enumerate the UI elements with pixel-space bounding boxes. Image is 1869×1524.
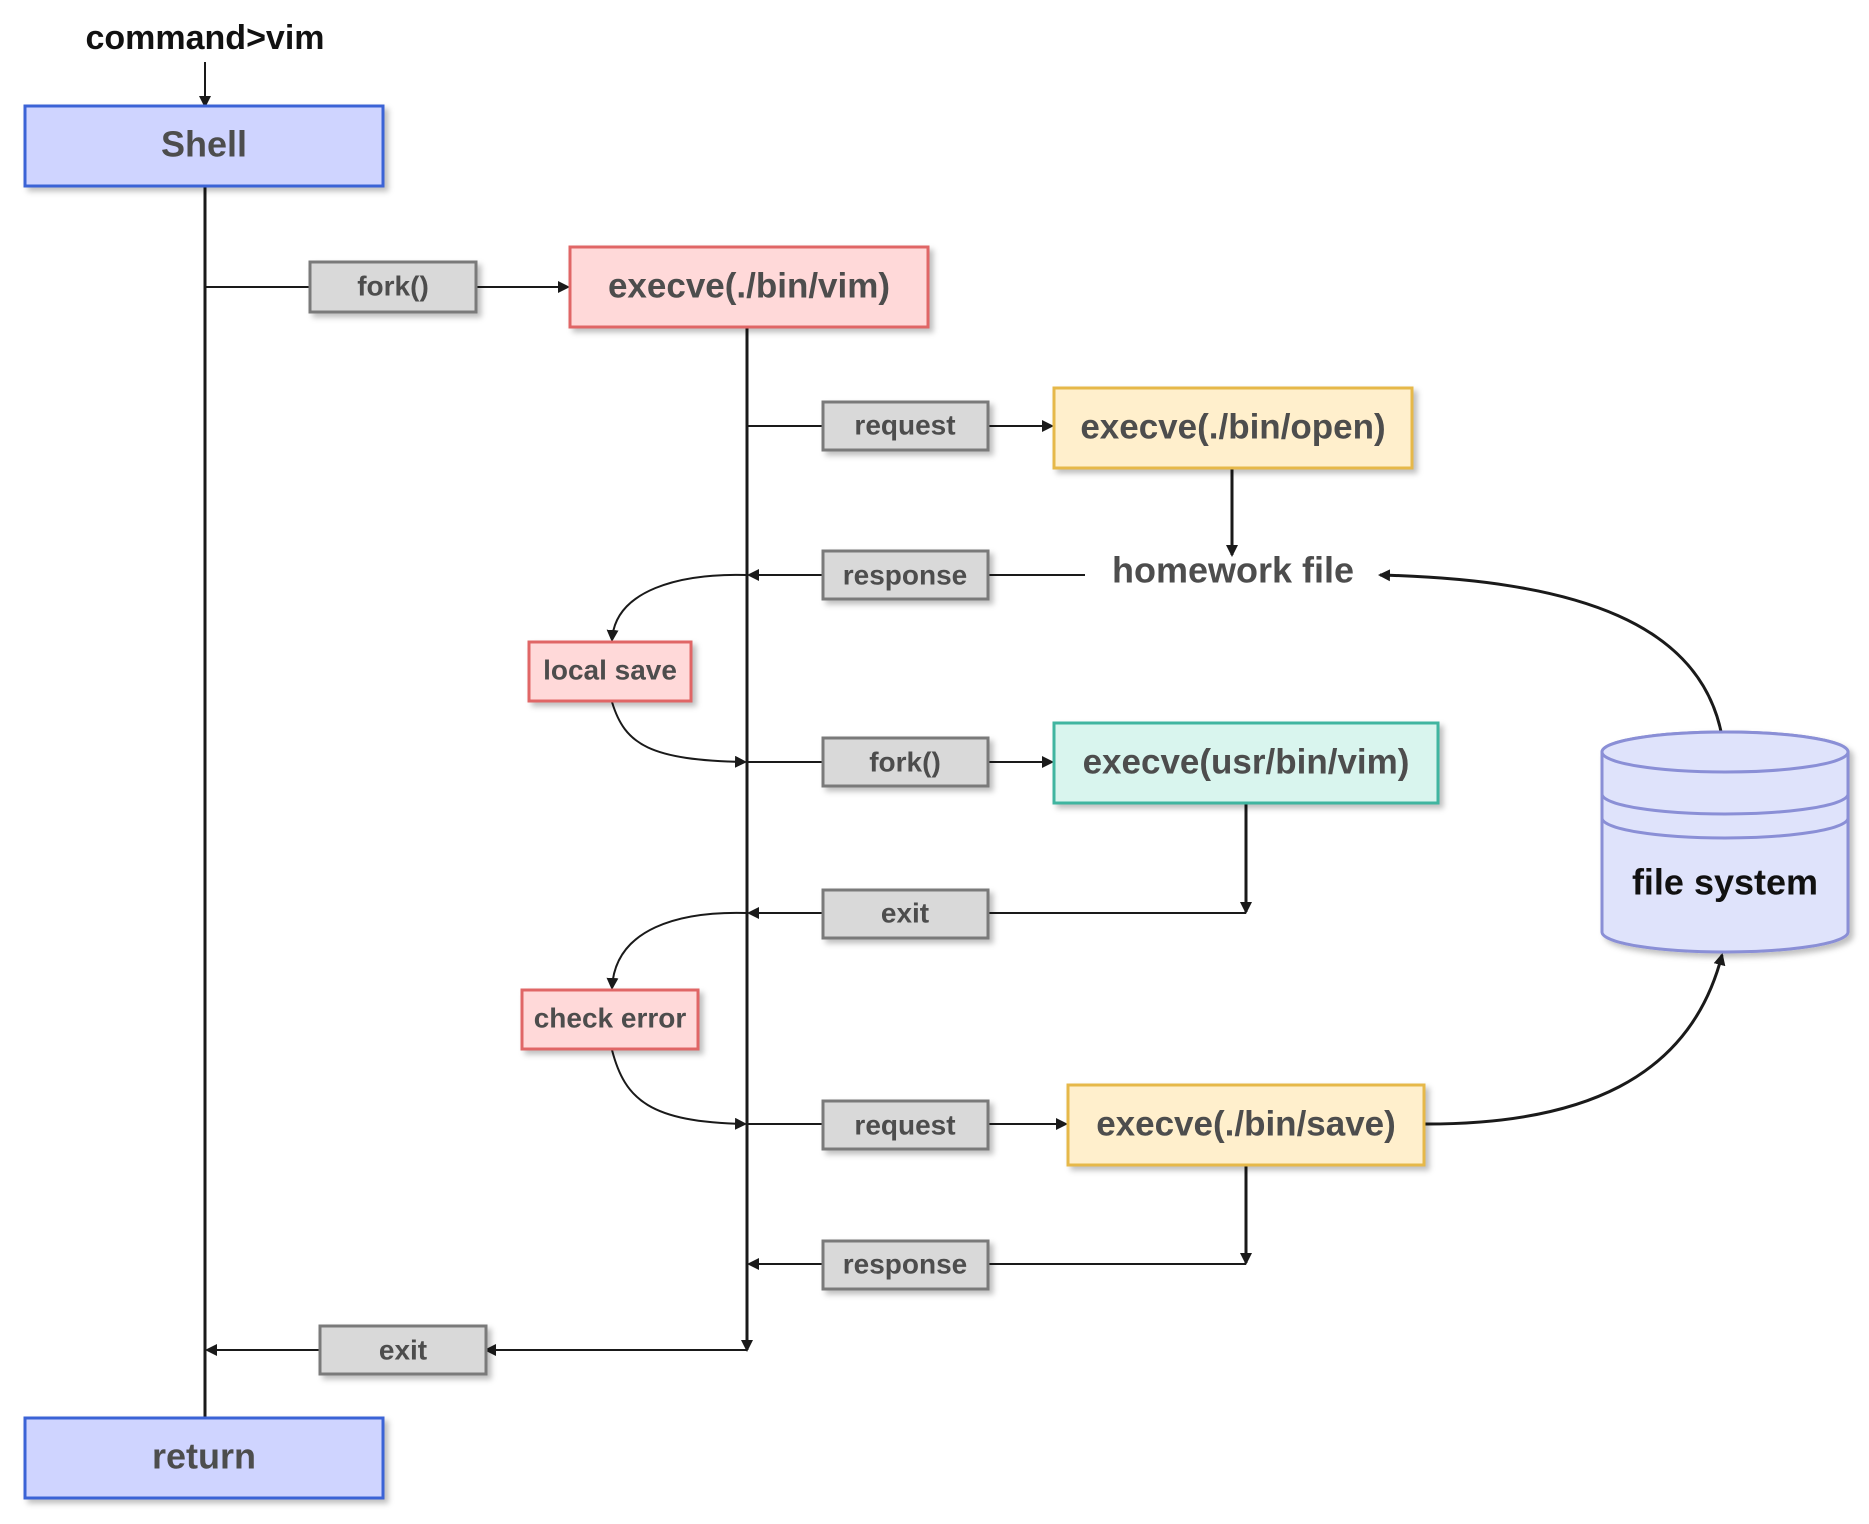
execve-save-label: execve(./bin/save)	[1096, 1104, 1396, 1143]
check-error-to-vim-curve	[611, 1049, 747, 1130]
file-system-database-icon	[1600, 730, 1850, 954]
exit2-label: exit	[379, 1334, 427, 1365]
execve-open-node	[1052, 386, 1414, 470]
file-system-label: file system	[1632, 862, 1818, 903]
local-save-node	[527, 640, 693, 703]
fork2-label: fork()	[869, 746, 941, 777]
fork-label-box	[308, 260, 478, 314]
vim-to-check-error-curve	[606, 911, 748, 990]
local-save-label: local save	[543, 654, 677, 685]
vim-to-local-save-curve	[606, 573, 748, 642]
check-error-node	[520, 988, 700, 1051]
file-system-to-homework-curve	[1378, 569, 1726, 751]
execve-usr-vim-node	[1052, 721, 1440, 805]
response2-label-box	[821, 1239, 990, 1291]
response2-label: response	[843, 1248, 968, 1279]
return-label: return	[152, 1436, 256, 1477]
exit2-label-box	[318, 1324, 488, 1376]
exit-label-box	[821, 888, 990, 940]
shell-node	[23, 104, 385, 188]
execve-open-label: execve(./bin/open)	[1080, 407, 1385, 446]
homework-file-label: homework file	[1112, 550, 1354, 591]
local-save-to-vim-curve	[611, 701, 747, 768]
execve-vim-label: execve(./bin/vim)	[608, 266, 890, 305]
request2-label-box	[821, 1099, 990, 1151]
execve-usr-vim-label: execve(usr/bin/vim)	[1083, 742, 1410, 781]
fork2-label-box	[821, 736, 990, 788]
execve-save-node	[1066, 1083, 1426, 1167]
response-label: response	[843, 559, 968, 590]
shell-label: Shell	[161, 124, 247, 165]
save-to-file-system-curve	[1421, 953, 1726, 1126]
check-error-label: check error	[534, 1002, 687, 1033]
execve-vim-node	[568, 245, 930, 329]
request-label-box	[821, 400, 990, 452]
exit-label: exit	[881, 897, 929, 928]
response-label-box	[821, 549, 990, 601]
request-label: request	[854, 409, 955, 440]
request2-label: request	[854, 1109, 955, 1140]
fork-label: fork()	[357, 270, 429, 301]
command-title: command>vim	[85, 19, 324, 57]
return-node	[23, 1416, 385, 1500]
